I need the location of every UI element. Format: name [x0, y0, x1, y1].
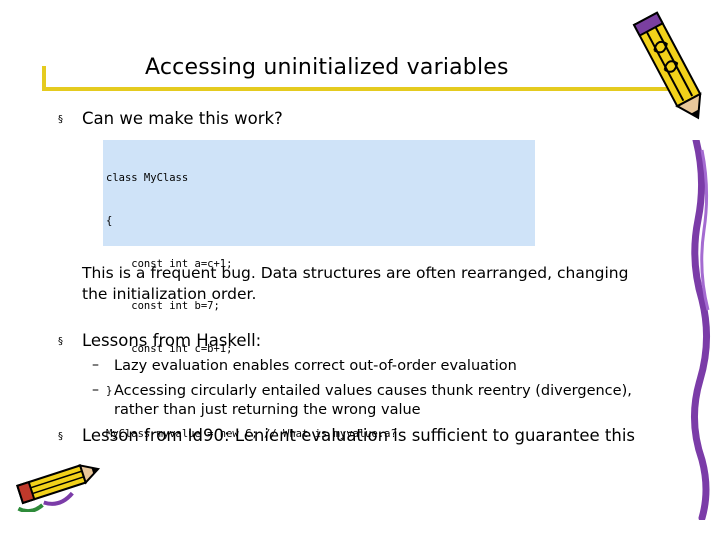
bullet-lessons-from-haskell: Lessons from Haskell: [82, 331, 262, 350]
slide-title: Accessing uninitialized variables [145, 55, 509, 80]
purple-scribble-decoration [691, 140, 710, 520]
bullet-marker: § [58, 114, 63, 125]
sub-bullet-dash: – [92, 382, 99, 398]
code-line: } [106, 385, 113, 398]
sub-bullet-lazy-evaluation: Lazy evaluation enables correct out-of-o… [114, 358, 517, 374]
code-line: const int a=c+1; [106, 257, 233, 270]
note-frequent-bug-line1: This is a frequent bug. Data structures … [82, 264, 629, 282]
code-line: const int b=7; [106, 300, 220, 313]
title-accent-tick [42, 66, 46, 91]
pencil-clipart-icon [16, 464, 101, 512]
code-line: const int c=b+1; [106, 342, 233, 355]
note-frequent-bug-line2: the initialization order. [82, 285, 257, 303]
title-accent-rule [42, 87, 680, 91]
code-line: { [106, 215, 113, 227]
bullet-marker: § [58, 431, 63, 442]
bullet-can-we-make-this-work: Can we make this work? [82, 109, 283, 128]
sub-bullet-dash: – [92, 357, 99, 373]
sub-bullet-circular-values-line1: Accessing circularly entailed values cau… [114, 383, 632, 399]
sub-bullet-circular-values-line2: rather than just returning the wrong val… [114, 402, 421, 418]
pencil-clipart-icon [632, 11, 702, 120]
code-block: class MyClass { const int a=c+1; const i… [103, 140, 535, 440]
code-line: class MyClass [106, 172, 189, 185]
bullet-lesson-from-id90: Lesson from Id90: Lenient evaluation is … [82, 426, 636, 445]
code-line: MyClass myvalue = new C; // What is myva… [106, 427, 397, 440]
bullet-marker: § [58, 336, 63, 347]
